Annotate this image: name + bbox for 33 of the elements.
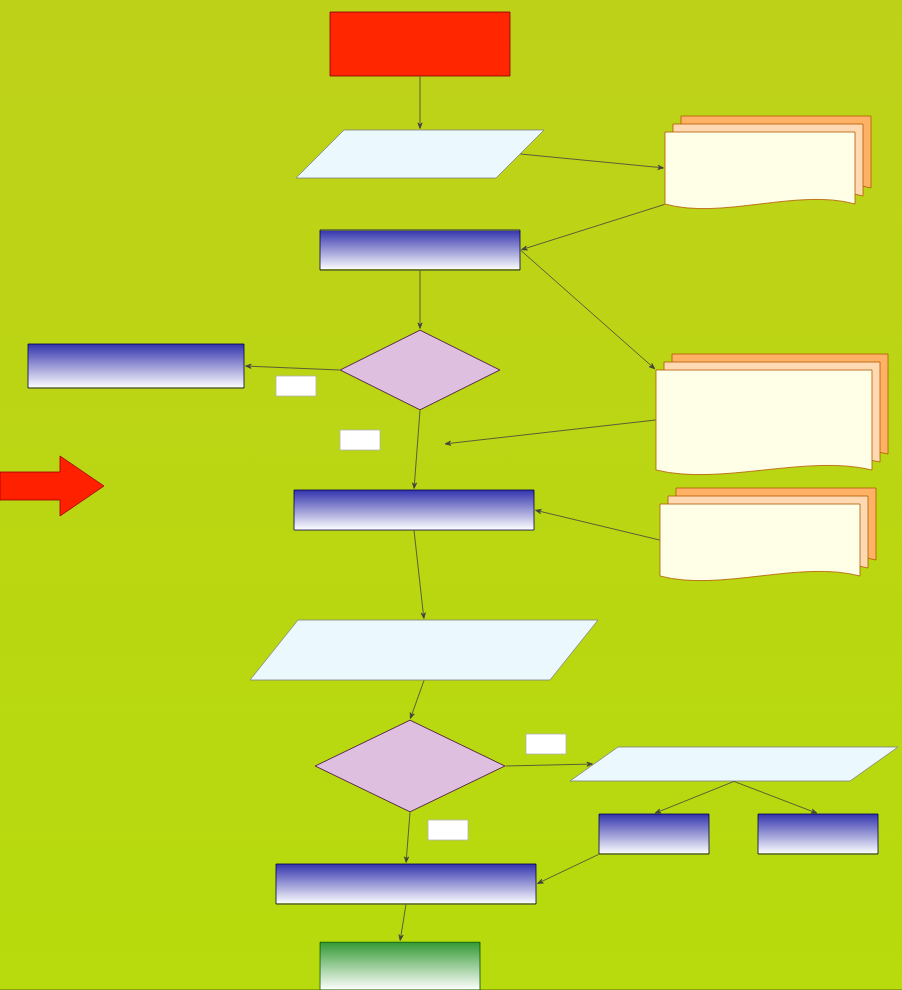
arrow [521, 204, 665, 251]
process-box [27, 343, 245, 389]
arrow [520, 153, 664, 170]
arrow [417, 270, 423, 329]
process-box [598, 813, 710, 855]
arrow [537, 854, 599, 884]
arrow [404, 812, 411, 863]
process-box [319, 941, 481, 990]
arrow [535, 509, 660, 541]
arrow [520, 249, 656, 370]
arrow [505, 761, 593, 767]
arrow [409, 680, 425, 719]
arrow [413, 530, 426, 619]
decision-diamond [339, 329, 501, 411]
decision-diamond [314, 719, 506, 813]
arrow [733, 781, 818, 814]
process-box [319, 229, 521, 271]
arrow [398, 904, 407, 941]
process-box [293, 489, 535, 531]
data-parallelogram [249, 619, 599, 681]
document-stack [664, 115, 872, 209]
document-stack [655, 353, 889, 475]
data-parallelogram [569, 746, 899, 782]
arrow [654, 781, 735, 814]
process-box [329, 11, 511, 77]
arrow [245, 363, 340, 371]
document-stack [659, 487, 877, 581]
process-box [757, 813, 879, 855]
arrow [412, 410, 421, 489]
arrow [417, 76, 423, 129]
process-box [275, 863, 537, 905]
data-parallelogram [295, 129, 545, 179]
arrow [444, 419, 656, 446]
